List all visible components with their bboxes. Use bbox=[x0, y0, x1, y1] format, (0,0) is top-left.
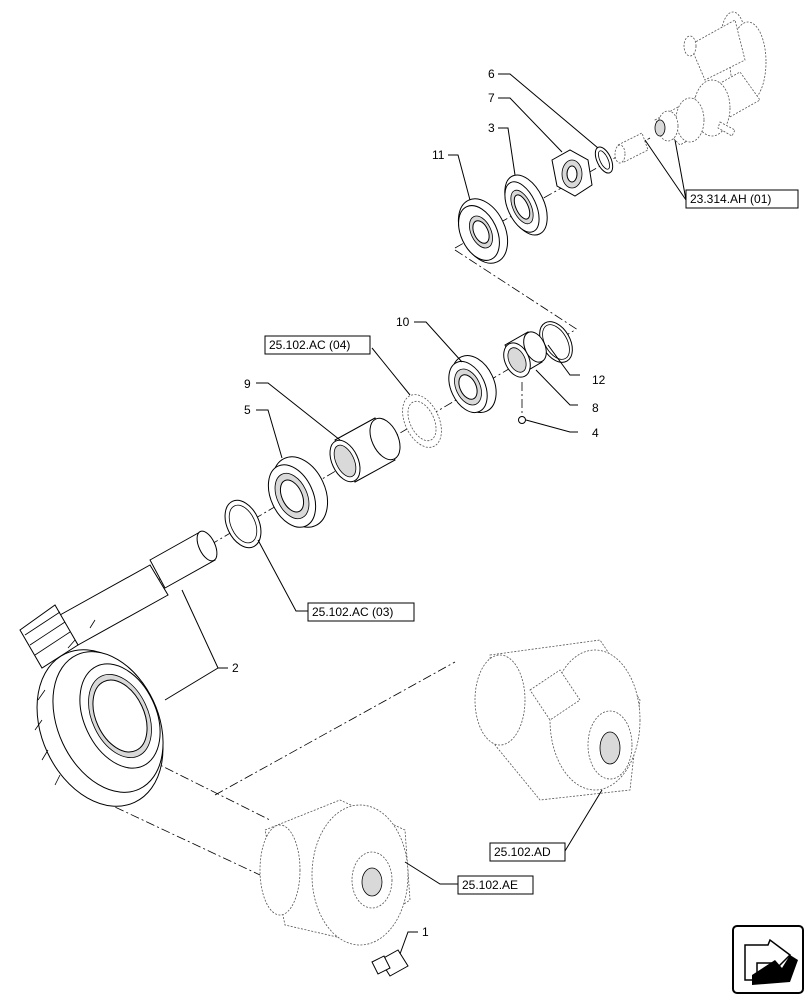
part-4-ball bbox=[518, 416, 526, 424]
part-3-bearing bbox=[504, 174, 548, 236]
part-6-snap-ring bbox=[594, 146, 614, 174]
callout-1: 1 bbox=[422, 925, 429, 939]
reference-25-102-ac-03[interactable]: 25.102.AC (03) bbox=[307, 602, 415, 622]
callout-12: 12 bbox=[592, 373, 606, 387]
reference-25-102-ad-label: 25.102.AD bbox=[494, 845, 551, 859]
callout-9: 9 bbox=[244, 377, 251, 391]
part-9-spacer-sleeve bbox=[329, 417, 401, 483]
reference-23-314-ah-01[interactable]: 23.314.AH (01) bbox=[685, 189, 799, 209]
part-2-crown-wheel bbox=[34, 619, 164, 807]
shim-25-102-ac-04 bbox=[402, 394, 442, 448]
part-11-seal bbox=[457, 198, 509, 264]
callout-numbers: 6 7 3 11 10 12 8 4 9 5 2 1 bbox=[232, 67, 606, 939]
callout-10: 10 bbox=[396, 315, 410, 329]
callout-11: 11 bbox=[432, 148, 445, 162]
shaft-assembly-23-314 bbox=[654, 11, 767, 146]
callout-7: 7 bbox=[488, 91, 495, 105]
callout-8: 8 bbox=[592, 401, 599, 415]
next-page-arrow-icon[interactable] bbox=[732, 925, 804, 994]
callout-2: 2 bbox=[232, 661, 239, 675]
part-7-nut bbox=[551, 149, 593, 197]
differential-assembly-25-102-ad bbox=[474, 639, 641, 801]
part-5-bearing bbox=[267, 456, 329, 528]
part-8-bushing bbox=[503, 331, 547, 378]
callout-4: 4 bbox=[592, 426, 599, 440]
part-2-pinion-shaft bbox=[19, 530, 218, 669]
callout-6: 6 bbox=[488, 67, 495, 81]
pinion-gear bbox=[19, 604, 79, 669]
reference-25-102-ac-04[interactable]: 25.102.AC (04) bbox=[264, 335, 371, 355]
pin-sleeve bbox=[614, 132, 649, 164]
reference-25-102-ae-label: 25.102.AE bbox=[462, 878, 518, 892]
part-10-bearing bbox=[448, 355, 497, 414]
part-1-bolt bbox=[371, 949, 409, 977]
reference-23-314-ah-01-label: 23.314.AH (01) bbox=[690, 192, 771, 206]
reference-25-102-ae[interactable]: 25.102.AE bbox=[457, 875, 534, 895]
reference-25-102-ac-03-label: 25.102.AC (03) bbox=[312, 605, 393, 619]
differential-housing-25-102-ae bbox=[259, 799, 411, 946]
callout-3: 3 bbox=[488, 121, 495, 135]
reference-25-102-ac-04-label: 25.102.AC (04) bbox=[269, 338, 350, 352]
callout-5: 5 bbox=[244, 403, 251, 417]
reference-25-102-ad[interactable]: 25.102.AD bbox=[489, 842, 566, 862]
shim-25-102-ac-03 bbox=[224, 499, 262, 549]
